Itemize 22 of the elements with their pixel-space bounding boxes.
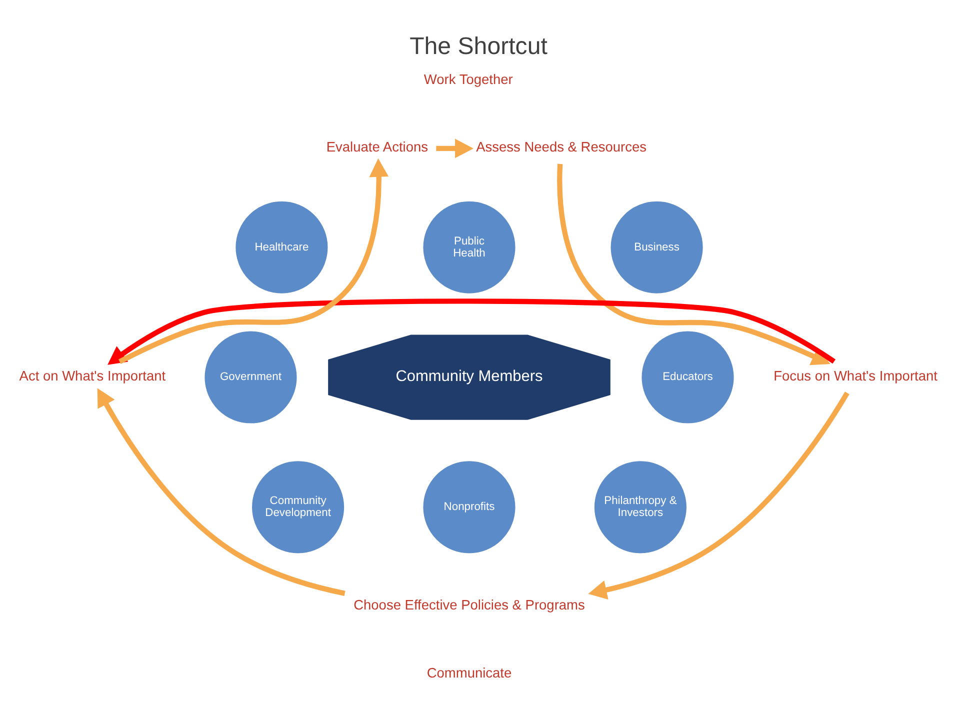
arrow xyxy=(97,388,346,596)
node-circle: Government xyxy=(204,330,298,424)
node-text: Assess Needs & Resources xyxy=(476,140,647,155)
node-text: Evaluate Actions xyxy=(326,140,428,155)
node-circle: Nonprofits xyxy=(422,460,516,554)
arrow xyxy=(557,164,830,366)
node-circle: Educators xyxy=(640,330,735,424)
node-circle: Community Development xyxy=(251,460,345,554)
node-text: Act on What's Important xyxy=(19,368,166,384)
node-text: Focus on What's Important xyxy=(774,368,938,384)
label: Communicate xyxy=(426,665,512,680)
node-circle: Philanthropy & Investors xyxy=(594,460,688,554)
arrow xyxy=(436,138,474,158)
arrow xyxy=(588,392,850,600)
diagram-title: The Shortcut xyxy=(410,33,548,60)
arrow xyxy=(118,158,389,364)
node-circle: Public Health xyxy=(422,200,516,294)
arrow xyxy=(108,298,836,365)
node-text: Choose Effective Policies & Programs xyxy=(354,597,585,612)
node-circle: Healthcare xyxy=(234,200,329,294)
node-circle: Business xyxy=(610,200,704,294)
label: Work Together xyxy=(424,72,513,87)
